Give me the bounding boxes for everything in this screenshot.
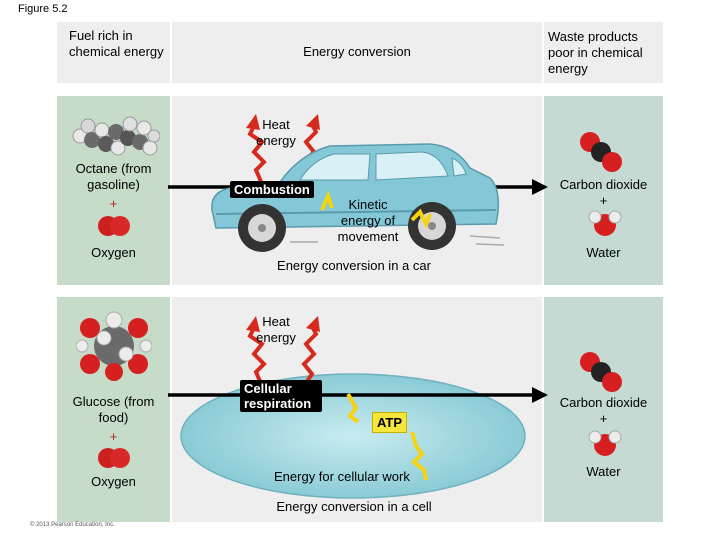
cell-process-label: Cellular respiration — [240, 380, 322, 412]
cell-output-plus: + — [599, 411, 608, 426]
heat-wave-icon — [246, 316, 320, 388]
oxygen-molecule-icon — [98, 448, 130, 468]
cell-input-plus: + — [109, 429, 118, 444]
figure-label: Figure 5.2 — [18, 3, 68, 15]
car-process-label: Combustion — [230, 181, 314, 198]
cell-caption: Energy conversion in a cell — [276, 499, 432, 514]
header-middle-text: Energy conversion — [303, 44, 411, 59]
octane-molecule-icon — [72, 116, 160, 156]
carbon-dioxide-molecule-icon — [580, 132, 622, 172]
header-right-text: Waste products poor in chemical energy — [548, 29, 643, 76]
car-caption: Energy conversion in a car — [277, 258, 431, 273]
cell-heat-label: Heat energy — [256, 314, 296, 345]
glucose-molecule-icon — [76, 311, 152, 381]
car-output-co2-label: Carbon dioxide — [559, 177, 648, 192]
oxygen-molecule-icon — [98, 216, 130, 236]
car-output-water-label: Water — [586, 245, 621, 260]
header-left-panel — [57, 22, 170, 83]
cell-input-oxygen-label: Oxygen — [91, 474, 136, 489]
car-input-oxygen-label: Oxygen — [91, 245, 136, 260]
car-output-plus: + — [599, 193, 608, 208]
cell-input-glucose-label: Glucose (from food) — [72, 394, 155, 425]
kinetic-wave-icon — [320, 190, 432, 229]
copyright-text: © 2013 Pearson Education, Inc. — [30, 522, 115, 528]
header-right-panel — [544, 22, 663, 83]
car-heat-label: Heat energy — [256, 117, 296, 148]
cell-work-label: Energy for cellular work — [274, 469, 410, 484]
atp-wave-icon — [346, 393, 428, 481]
heat-wave-icon — [246, 114, 320, 186]
header-middle-panel — [172, 22, 542, 83]
cell-output-panel — [544, 297, 663, 522]
water-molecule-icon — [588, 430, 622, 456]
car-input-plus: + — [109, 196, 118, 211]
car-icon — [211, 143, 505, 252]
cell-output-water-label: Water — [586, 464, 621, 479]
header-left-text: Fuel rich in chemical energy — [69, 28, 164, 59]
water-molecule-icon — [588, 210, 622, 236]
car-input-octane-label: Octane (from gasoline) — [75, 161, 152, 192]
atp-badge: ATP — [372, 412, 408, 433]
cell-output-co2-label: Carbon dioxide — [559, 395, 648, 410]
carbon-dioxide-molecule-icon — [580, 352, 622, 392]
car-kinetic-label: Kinetic energy of movement — [337, 197, 399, 244]
car-output-panel — [544, 96, 663, 285]
cell-flow-arrow — [168, 387, 548, 403]
